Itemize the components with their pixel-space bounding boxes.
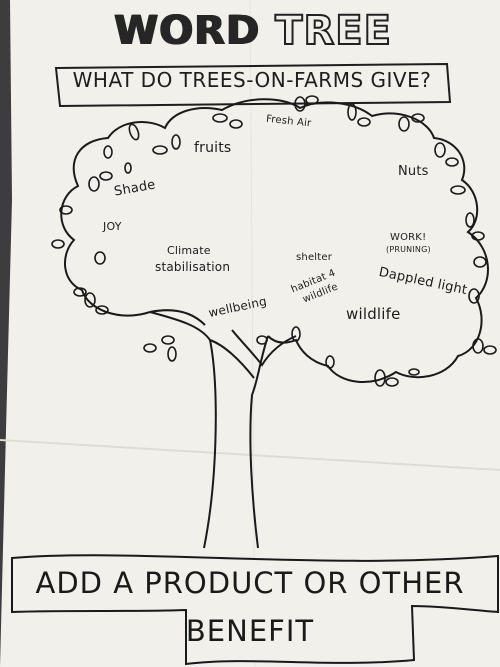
benefit-banner <box>11 554 499 666</box>
word-shelter: shelter <box>296 252 333 263</box>
tree-canopy <box>60 98 489 383</box>
word-work: WORK! <box>390 232 427 243</box>
word-climate: Climate <box>167 244 211 257</box>
word-wildlife: wildlife <box>346 305 401 323</box>
poster-title: WORD TREE <box>114 7 392 55</box>
tree-leaves <box>51 95 497 387</box>
banner-line-1: ADD A PRODUCT OR OTHER <box>35 566 465 600</box>
word-nuts: Nuts <box>398 164 429 179</box>
banner-line-2: BENEFIT <box>185 614 315 648</box>
word-joy: JOY <box>103 220 122 233</box>
word-stabilisation: stabilisation <box>155 260 231 274</box>
word-pruning: (PRUNING) <box>386 245 431 254</box>
poster-question: WHAT DO TREES-ON-FARMS GIVE? <box>72 68 432 92</box>
word-fruits: fruits <box>194 140 232 156</box>
tree-trunk <box>149 309 269 549</box>
paper-fold <box>249 0 256 667</box>
poster-title-outlined-word: TREE <box>274 7 392 55</box>
tree-branch <box>231 329 297 367</box>
question-box <box>54 62 452 108</box>
